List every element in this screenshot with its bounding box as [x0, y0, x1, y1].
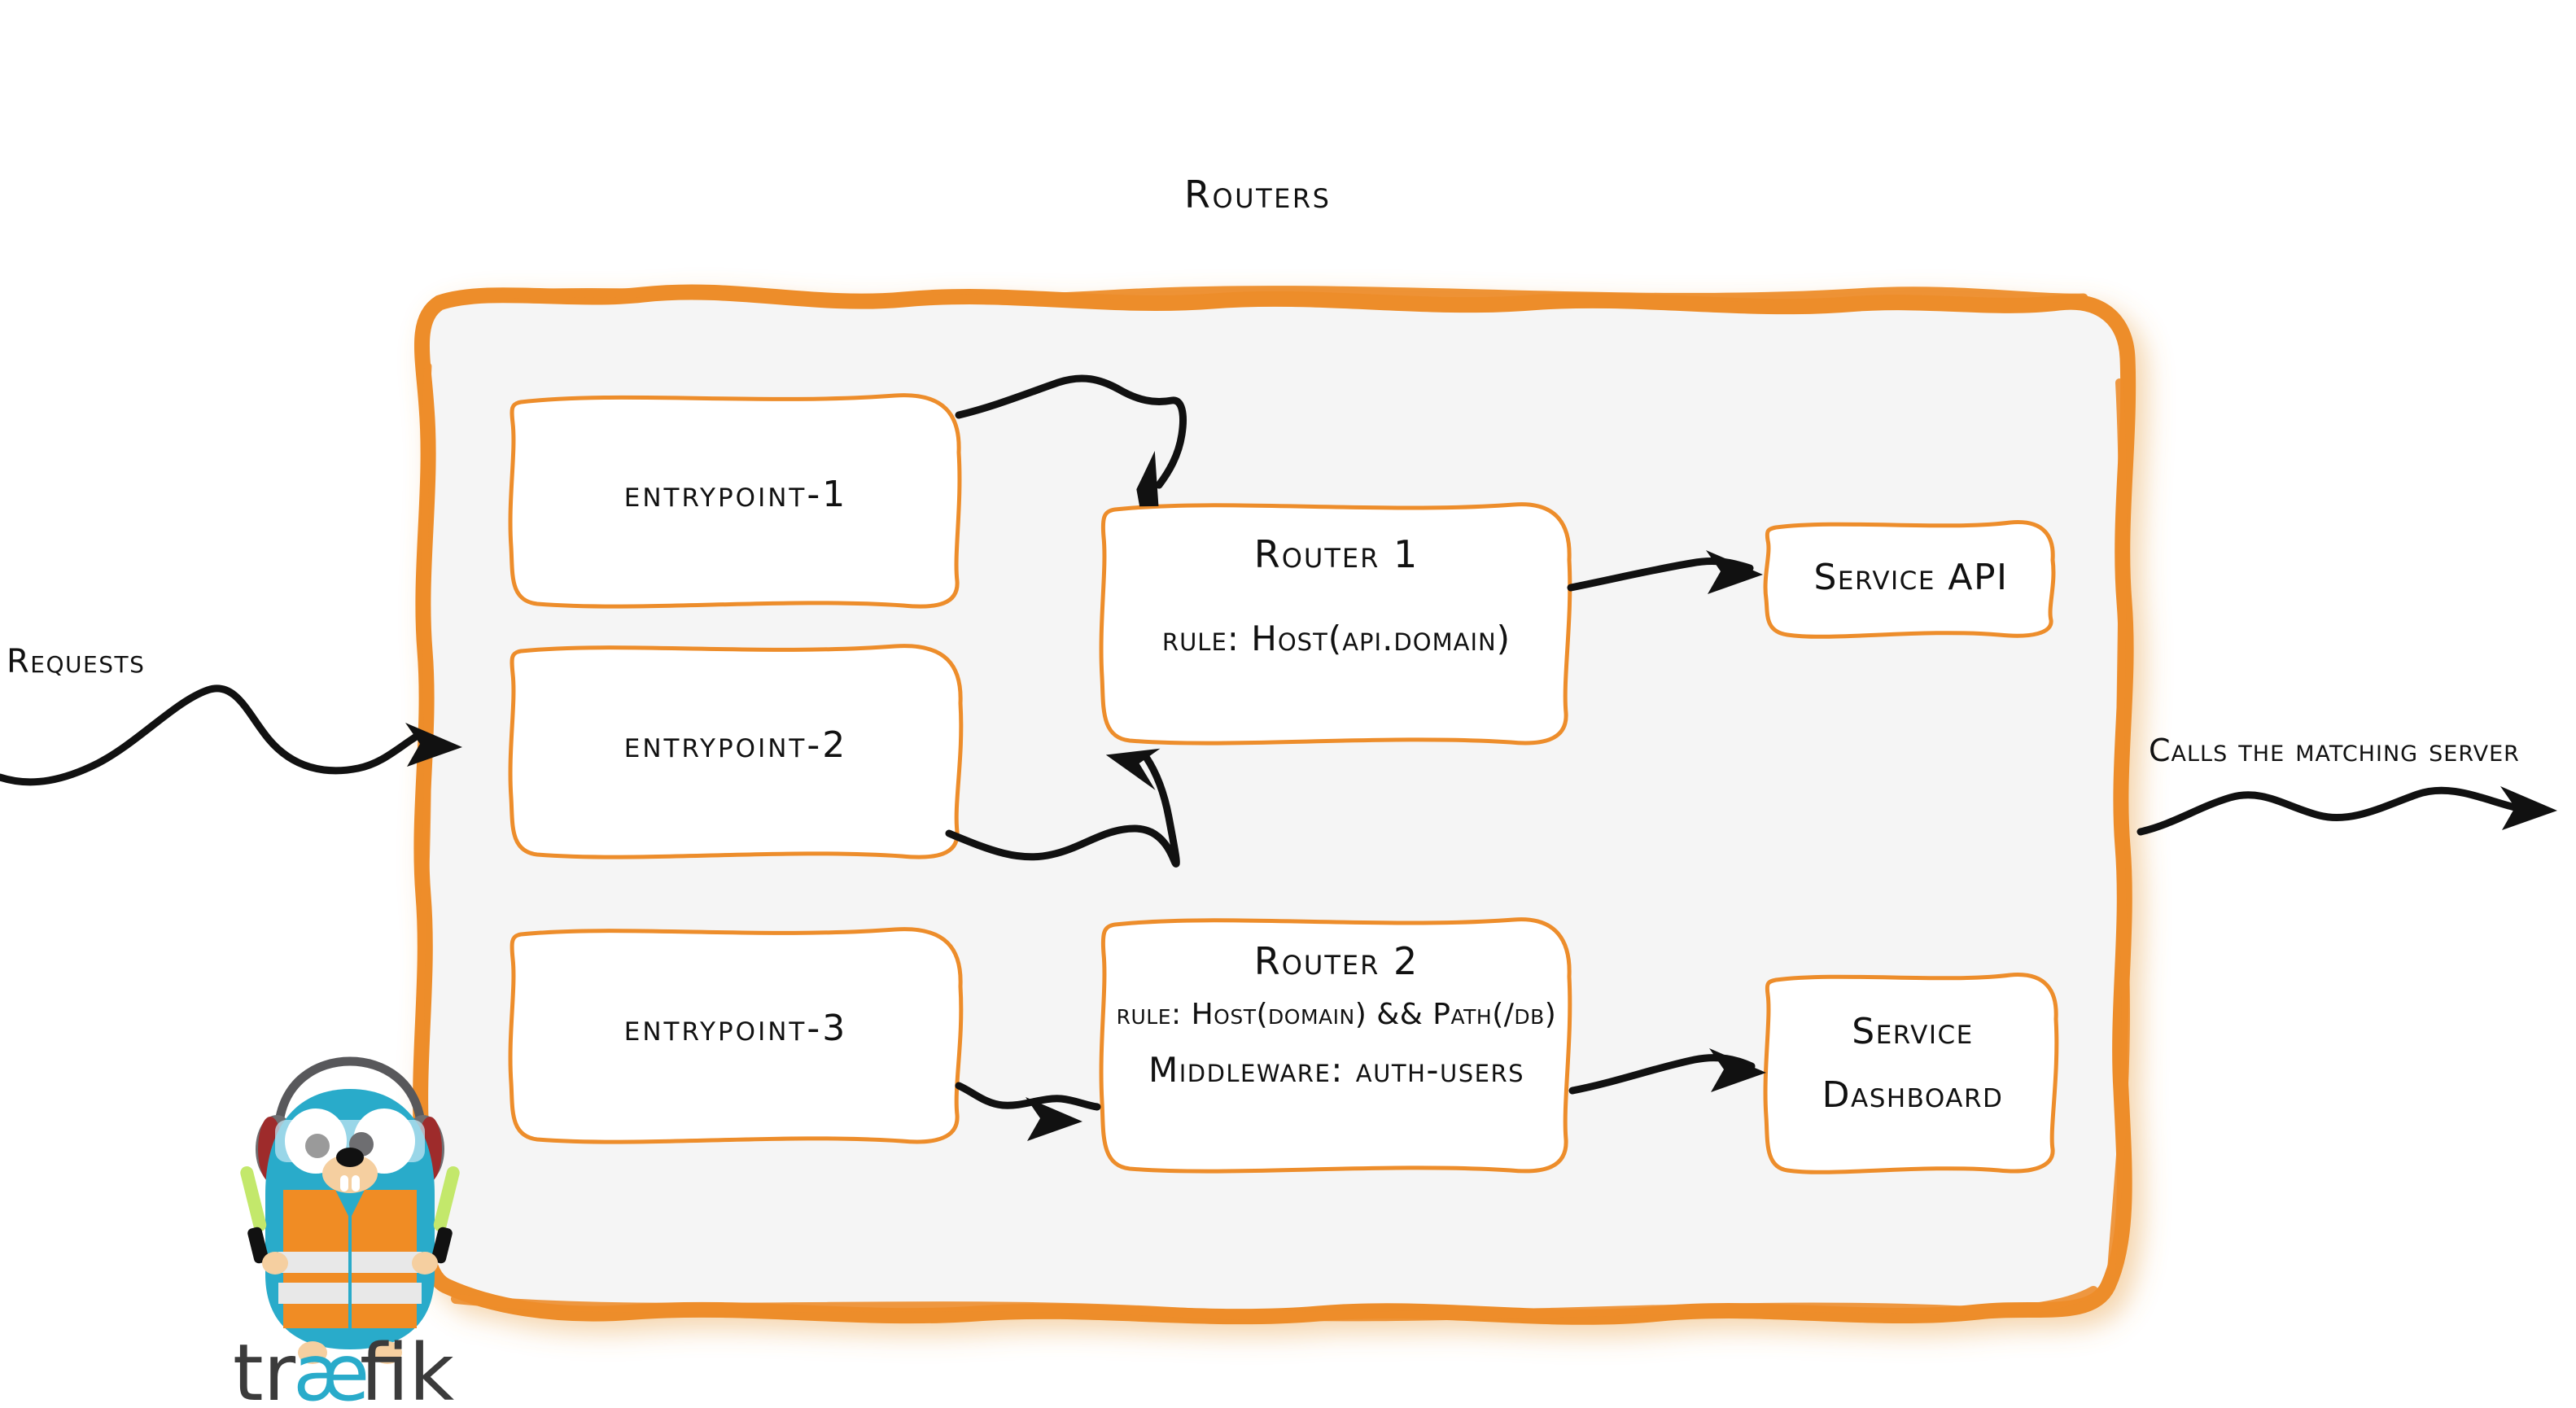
entrypoint-2-label: entrypoint-2 [623, 724, 848, 766]
wand-left-icon [240, 1166, 288, 1275]
tooth-right-icon [352, 1175, 360, 1192]
router-2-node[interactable]: Router 2 rule: Host(domain) && Path(/db)… [1102, 920, 1571, 1174]
nose-icon [336, 1148, 364, 1167]
router-1-to-service-api-line [1567, 558, 1754, 592]
service-api-arrowhead [1706, 550, 1763, 594]
calls-server-caption: Calls the matching server [2149, 732, 2520, 768]
pupil-left-icon [305, 1134, 330, 1158]
service-api-node[interactable]: Service API [1766, 523, 2056, 638]
entrypoint-3-label: entrypoint-3 [623, 1008, 848, 1049]
page-title: Routers [1184, 173, 1332, 216]
entrypoint-2-node[interactable]: entrypoint-2 [511, 646, 960, 859]
router-2-rule: rule: Host(domain) && Path(/db) [1116, 998, 1557, 1031]
wordmark-suffix: fik [360, 1327, 454, 1408]
eye-right-icon [353, 1108, 415, 1174]
wordmark-prefix: tr [233, 1327, 296, 1408]
traefik-logo: tr æ fik [233, 1056, 460, 1408]
router-2-title: Router 2 [1253, 939, 1419, 983]
entrypoint-1-to-router-1-line [955, 374, 1187, 489]
foot-left-icon [298, 1341, 327, 1364]
service-dashboard-line-2: Dashboard [1822, 1074, 2004, 1116]
entrypoint-3-to-router-2-line [955, 1082, 1101, 1111]
entrypoint-3-node[interactable]: entrypoint-3 [511, 929, 960, 1143]
entrypoint-1-label: entrypoint-1 [623, 474, 848, 515]
router-1-rule: rule: Host(api.domain) [1161, 619, 1511, 658]
calls-server-arrowhead [2500, 786, 2557, 830]
calls-server-arrow-line [2136, 786, 2519, 836]
entrypoint-1-node[interactable]: entrypoint-1 [511, 396, 960, 609]
entrypoint-2-to-router-1-line [945, 753, 1180, 868]
router-2-middleware: Middleware: auth-users [1148, 1050, 1525, 1090]
service-dashboard-node[interactable]: Service Dashboard [1766, 975, 2059, 1174]
tooth-left-icon [340, 1175, 348, 1192]
service-dashboard-arrowhead [1709, 1048, 1766, 1092]
requests-arrow-line [0, 684, 424, 786]
router-1-title: Router 1 [1253, 532, 1419, 576]
requests-caption: Requests [7, 643, 146, 680]
entrypoint-3-arrowhead [1026, 1097, 1082, 1141]
router-2-to-service-dashboard-line [1568, 1054, 1756, 1095]
snout-icon [322, 1154, 378, 1193]
headphone-band-icon [273, 1056, 426, 1135]
requests-arrowhead [405, 723, 462, 767]
wordmark-ligature: æ [293, 1327, 370, 1408]
vest-gap-icon [348, 1216, 352, 1328]
foot-right-icon [373, 1341, 402, 1364]
service-dashboard-line-1: Service [1852, 1011, 1974, 1052]
router-1-node[interactable]: Router 1 rule: Host(api.domain) [1102, 505, 1571, 746]
service-api-label: Service API [1813, 557, 2009, 598]
